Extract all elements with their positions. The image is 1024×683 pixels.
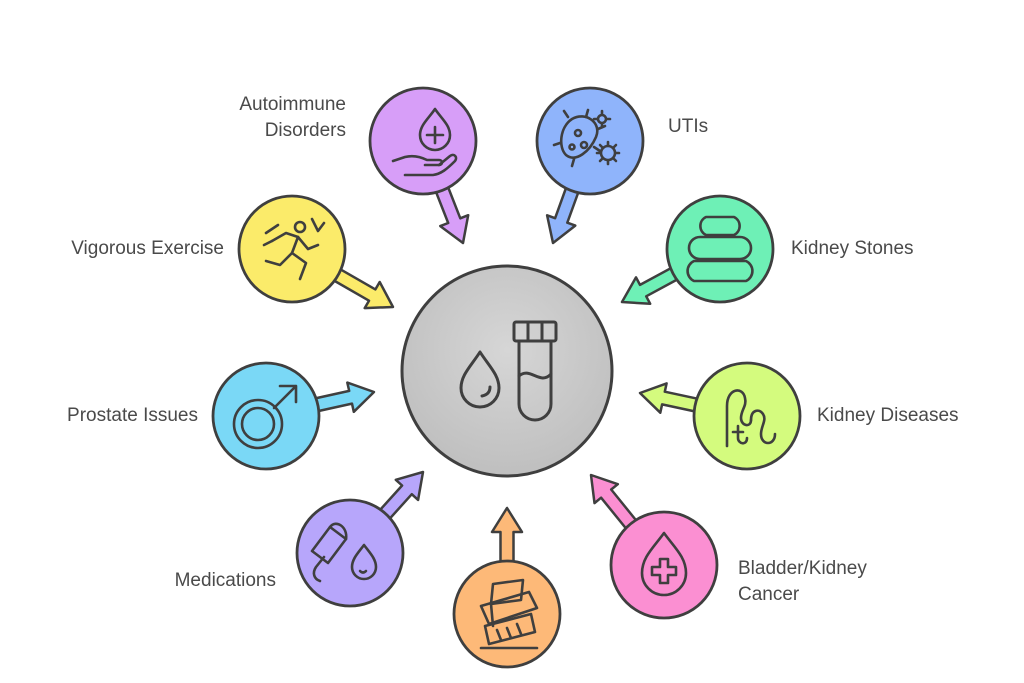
kidney-diseases-label: Kidney Diseases xyxy=(817,403,959,429)
vigorous-exercise-label-line: Vigorous Exercise xyxy=(71,238,224,259)
pill-drop-icon xyxy=(310,522,378,583)
medications-label: Medications xyxy=(175,568,276,594)
medications-node xyxy=(295,498,405,608)
hand-blood-drop-icon xyxy=(391,107,458,177)
running-person-icon xyxy=(262,217,326,281)
bladder-kidney-cancer-label-line: Cancer xyxy=(738,584,800,605)
kidney-icon xyxy=(725,389,777,448)
medical-cross-drop-icon xyxy=(640,531,688,597)
bandage-icon xyxy=(479,578,539,650)
bacteria-icon xyxy=(552,108,621,168)
autoimmune-node xyxy=(368,86,478,196)
utis-label: UTIs xyxy=(668,114,708,140)
kidney-stones-label: Kidney Stones xyxy=(791,236,914,262)
prostate-issues-label: Prostate Issues xyxy=(67,403,198,429)
medications-label-line: Medications xyxy=(174,570,276,591)
center-node xyxy=(400,264,614,478)
vigorous-exercise-label: Vigorous Exercise xyxy=(71,236,224,262)
kidney-diseases-node xyxy=(692,361,802,471)
prostate-issues-label-line: Prostate Issues xyxy=(67,405,198,426)
male-symbol-icon xyxy=(232,384,298,450)
utis-node xyxy=(535,86,645,196)
injury-node xyxy=(452,559,562,669)
kidney-stones-node xyxy=(665,194,775,304)
kidney-stones-label-line: Kidney Stones xyxy=(791,238,914,259)
vigorous-exercise-node xyxy=(237,194,347,304)
autoimmune-label-line: Disorders xyxy=(264,120,346,141)
kidney-diseases-label-line: Kidney Diseases xyxy=(817,405,959,426)
stacked-stones-icon xyxy=(686,215,754,283)
autoimmune-label-line: Autoimmune xyxy=(239,94,346,115)
bladder-kidney-cancer-label-line: Bladder/Kidney xyxy=(738,558,867,579)
blood-test-tube-icon xyxy=(459,320,558,422)
prostate-issues-node xyxy=(211,361,321,471)
utis-label-line: UTIs xyxy=(668,116,709,137)
bladder-kidney-cancer-node xyxy=(609,510,719,620)
